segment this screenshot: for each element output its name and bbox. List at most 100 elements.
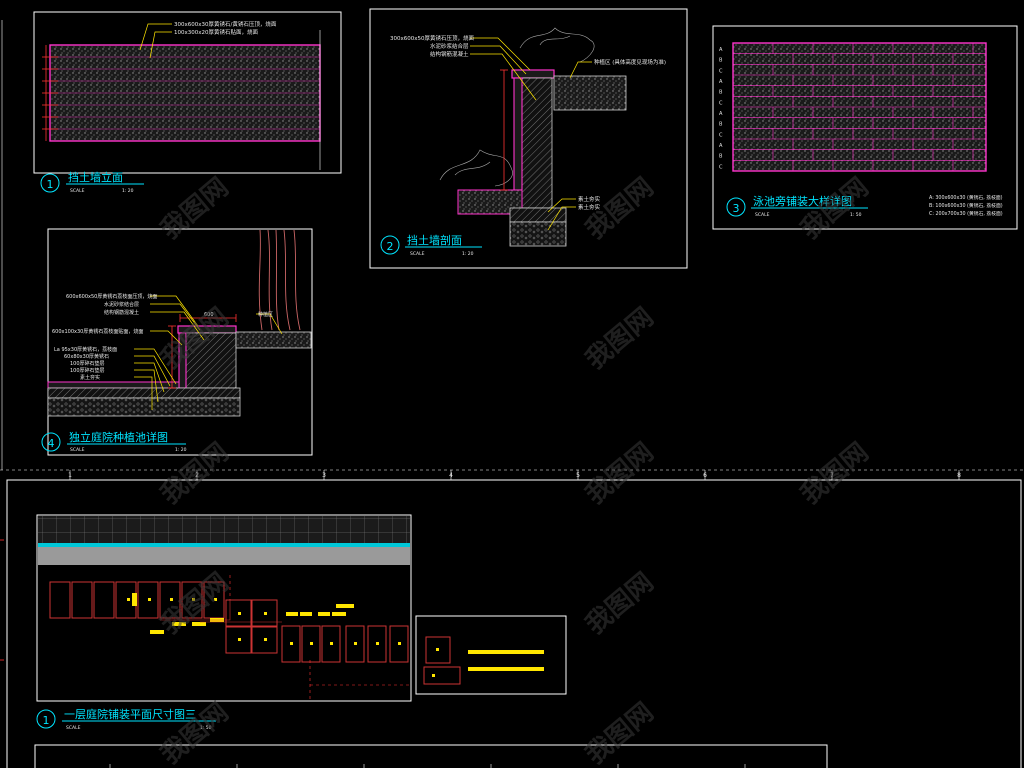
grid-number: 8 (957, 472, 961, 479)
d1-scale-value: 1: 20 (122, 188, 134, 194)
d1-number: 1 (47, 178, 54, 191)
d4-paving (47, 381, 180, 389)
dimension-tag (132, 593, 137, 606)
d4-leaders (134, 295, 283, 410)
d2-leaders (470, 37, 592, 231)
d3-row-label: B (719, 58, 723, 64)
legend-bar-1 (468, 650, 544, 654)
d4-scale-value: 1: 20 (175, 447, 187, 453)
d4-sub-base (47, 387, 241, 399)
d3-row-label: A (719, 111, 723, 117)
d1-number-circle (40, 173, 60, 193)
d3-row-label: A (719, 79, 723, 85)
d1-note-2: 100x300x20厚黄锈石贴面，烧面 (174, 28, 259, 36)
legend-bar-2 (468, 667, 544, 671)
paving-block (225, 599, 252, 627)
d3-row-label: C (719, 132, 723, 138)
dimension-tag (192, 622, 206, 626)
d5-number: 1 (43, 714, 50, 727)
grid-number: 6 (703, 472, 707, 479)
d4-note-6: 60x80x30厚黄锈石 (64, 353, 109, 360)
d4-note-1: 600x600x50厚黄锈石荔枝面压顶，烧面 (66, 293, 157, 300)
d4-dim-top: 600 (204, 312, 214, 318)
paving-block (367, 625, 387, 663)
d2-scale-value: 1: 20 (462, 251, 474, 257)
d2-footing (509, 207, 567, 223)
d4-title: 独立庭院种植池详图 (69, 430, 168, 444)
paving-block (137, 581, 159, 619)
d2-right-note: 种植区 (具体高度见现场为准) (594, 58, 666, 66)
d2-scale-label: SCALE (410, 251, 425, 257)
d5-frame (36, 514, 412, 702)
d4-number: 4 (48, 437, 55, 450)
d5-plan-blocks (49, 581, 409, 663)
d3-row-label: A (719, 143, 723, 149)
d4-gravel-base (47, 397, 241, 417)
watermark: 我图网 (795, 437, 874, 510)
d3-title: 泳池旁铺装大样详图 (753, 194, 852, 208)
d4-note-3: 结构钢筋混凝土 (104, 309, 139, 316)
watermark: 我图网 (155, 172, 234, 245)
d2-tree-sketch (439, 27, 595, 187)
watermark: 我图网 (580, 697, 659, 768)
grid-number: 2 (195, 472, 199, 479)
dimension-marker (264, 638, 267, 641)
d3-number-circle (726, 197, 746, 217)
dimension-tag (332, 612, 346, 616)
paving-block (389, 625, 409, 663)
watermark: 我图网 (795, 172, 874, 245)
paving-block (71, 581, 93, 619)
paving-block (49, 581, 71, 619)
d2-note-2: 水泥砂浆结合层 (430, 42, 469, 50)
d5-title: 一层庭院铺装平面尺寸图三 (64, 707, 196, 721)
d4-planting-soil (235, 331, 312, 349)
d4-note-8: 100厚碎石垫层 (70, 367, 105, 374)
grid-number: 3 (322, 472, 326, 479)
watermark: 我图网 (155, 567, 234, 640)
d5-scale-label: SCALE (66, 725, 81, 731)
d2-gravel-base (509, 221, 567, 247)
drawing-retaining-wall-section: 300x600x50厚黄锈石压顶，烧面 水泥砂浆结合层 结构钢筋混凝土 种植区 … (369, 8, 688, 269)
watermark: 我图网 (580, 302, 659, 375)
paving-block (225, 626, 252, 654)
dimension-marker (330, 642, 333, 645)
d2-wall-core (521, 77, 553, 209)
d5-gray-strip (38, 547, 410, 565)
d2-bottom-note-1: 素土夯实 (578, 195, 601, 203)
d2-wall-facing (513, 77, 523, 191)
d1-title: 挡土墙立面 (68, 170, 123, 184)
d3-number: 3 (733, 202, 740, 215)
dimension-marker (376, 642, 379, 645)
d4-scale-label: SCALE (70, 447, 85, 453)
d2-frame (369, 8, 688, 269)
d4-frame (47, 228, 313, 456)
d2-title: 挡土墙剖面 (407, 233, 462, 247)
dimension-marker (264, 612, 267, 615)
dimension-marker (238, 612, 241, 615)
d2-lower-soil (457, 189, 523, 215)
d2-number: 2 (387, 240, 394, 253)
d2-note-3: 结构钢筋混凝土 (430, 50, 469, 58)
dimension-marker (214, 598, 217, 601)
d4-number-circle (41, 432, 61, 452)
dimension-marker (148, 598, 151, 601)
d3-row-label: C (719, 100, 723, 106)
grid-number: 4 (449, 472, 453, 479)
d3-row-label: C (719, 164, 723, 170)
d3-scale-label: SCALE (755, 212, 770, 218)
d4-note-7: 100厚碎石垫层 (70, 360, 105, 367)
d3-row-label: B (719, 122, 723, 128)
legend-box (415, 615, 567, 695)
paving-block (321, 625, 341, 663)
drawing-courtyard-planter-detail: 600 600x600x50厚黄锈石荔枝面压顶，烧面 水泥砂浆结合层 结构钢筋混… (41, 228, 313, 456)
paving-block (345, 625, 365, 663)
paving-block (251, 626, 278, 654)
drawing-retaining-wall-elevation: 300x600x30厚黄锈石/黄锈石压顶，烧面 100x300x20厚黄锈石贴面… (33, 11, 342, 194)
d3-paving-courses (733, 43, 986, 171)
d2-upper-soil (553, 75, 627, 111)
dimension-marker (170, 598, 173, 601)
d3-legend-b: B: 100x600x30 (黄锈石, 荔枝面) (929, 202, 1003, 209)
